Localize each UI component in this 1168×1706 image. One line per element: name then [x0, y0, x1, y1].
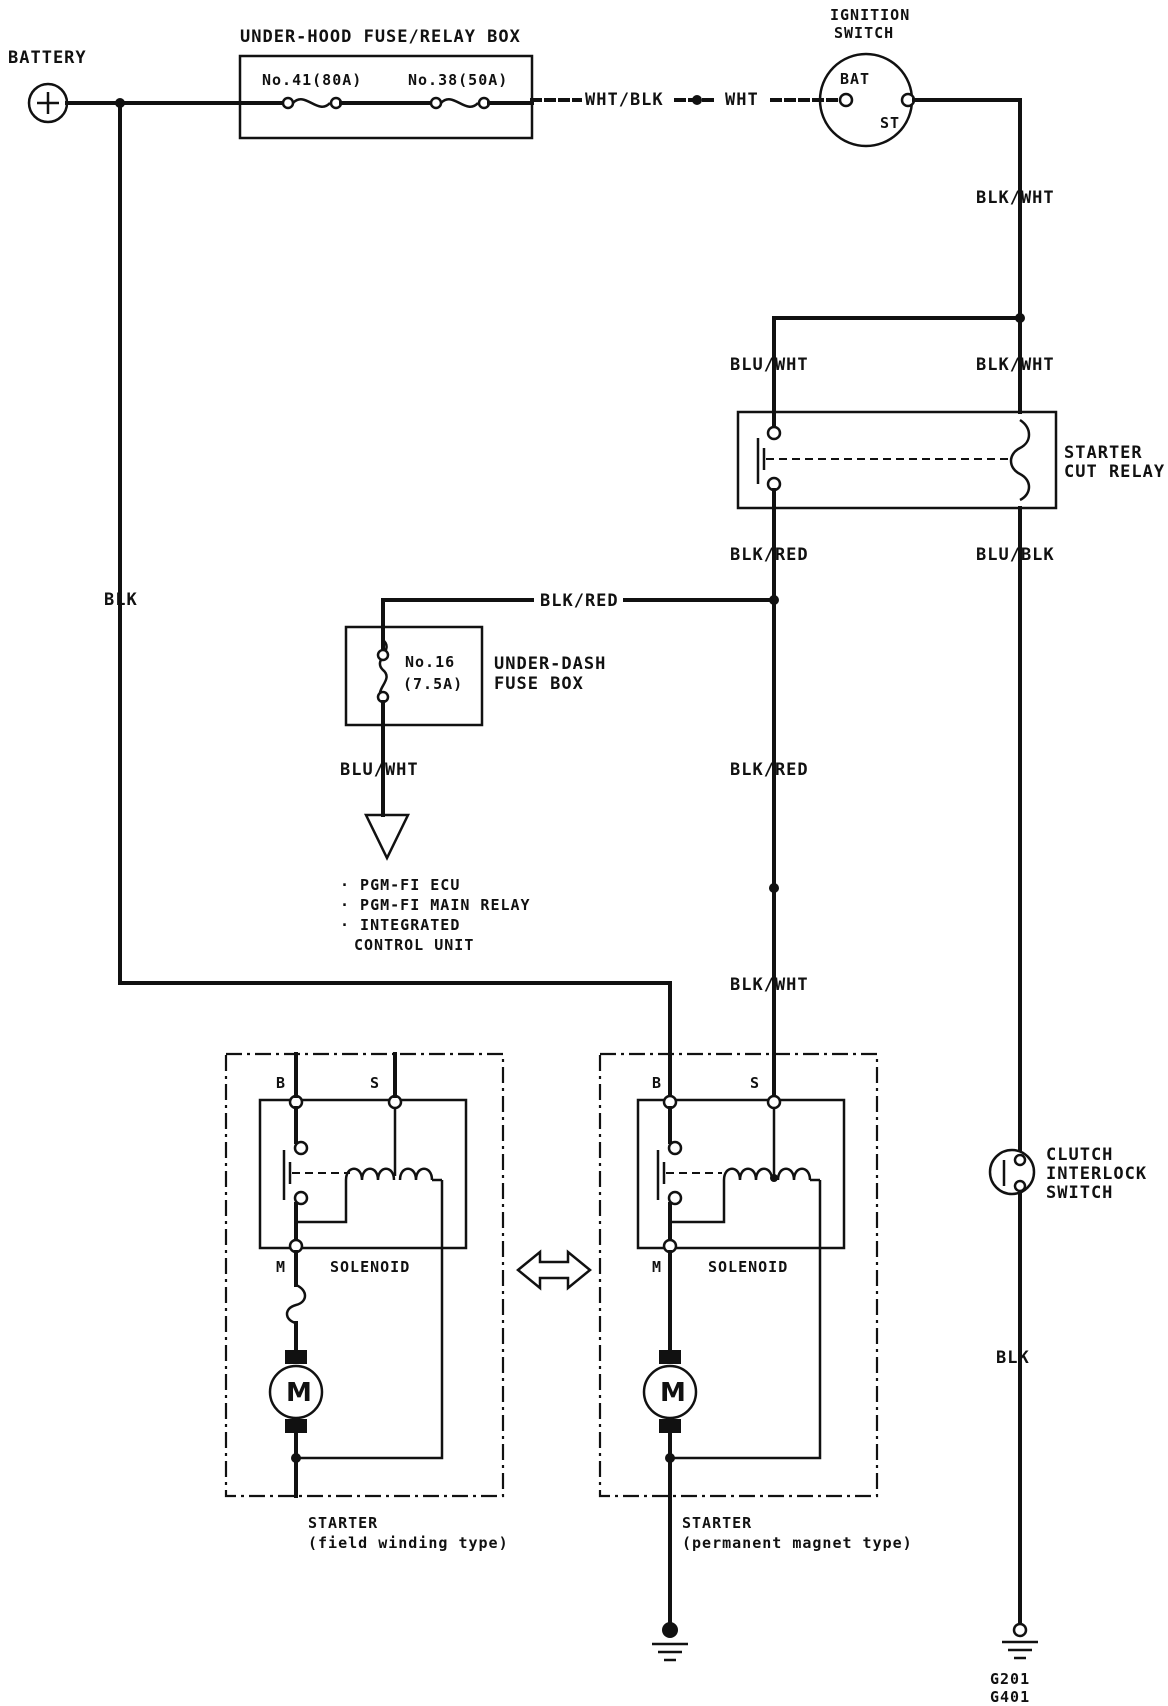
ignition-switch: IGNITION SWITCH BAT ST [818, 6, 916, 148]
starter-left-b: B [276, 1074, 286, 1092]
starter-right-solenoid: SOLENOID [708, 1258, 788, 1276]
starter-right-m: M [652, 1258, 662, 1276]
battery: BATTERY [8, 48, 87, 124]
blk-main-wire [118, 101, 672, 1092]
underdash-box-title-1: UNDER-DASH [494, 654, 606, 674]
wht-wire-label: WHT [725, 90, 759, 110]
fuse-41-label: No.41(80A) [262, 71, 362, 89]
battery-label: BATTERY [8, 48, 87, 68]
blk-wht-top-label: BLK/WHT [976, 188, 1055, 208]
ground-label-1: G201 [990, 1670, 1030, 1688]
starter-right-s: S [750, 1074, 760, 1092]
clutch-interlock-switch: CLUTCH INTERLOCK SWITCH [988, 1145, 1147, 1203]
fuse-38-icon [440, 98, 479, 108]
blk-wht-lower-label: BLK/WHT [730, 975, 809, 995]
blk-red-relay-label: BLK/RED [730, 545, 809, 565]
blk-red-branch-label: BLK/RED [540, 591, 619, 611]
underdash-fuse-box: No.16 (7.5A) UNDER-DASH FUSE BOX [344, 625, 606, 727]
fuse-41-icon [292, 98, 331, 108]
fuse-38-label: No.38(50A) [408, 71, 508, 89]
starter-left-caption-1: STARTER [308, 1514, 378, 1532]
starter-left-caption-2: (field winding type) [308, 1534, 509, 1552]
destination-3: · INTEGRATED [340, 916, 460, 934]
starter-right-caption-1: STARTER [682, 1514, 752, 1532]
clutch-title-2: INTERLOCK [1046, 1164, 1147, 1184]
destination-arrow-icon [363, 813, 411, 861]
starter-permanent-magnet: B S M SOLENOID M STARTER (permanent magn… [598, 1052, 913, 1552]
motor-left-icon [268, 1364, 324, 1420]
ground-label-2: G401 [990, 1688, 1030, 1706]
destination-4: CONTROL UNIT [354, 936, 474, 954]
blu-wht-relay-label: BLU/WHT [730, 355, 809, 375]
equivalent-arrow-icon [516, 1249, 592, 1291]
blk-wht-relay-label: BLK/WHT [976, 355, 1055, 375]
relay-title-1: STARTER [1064, 443, 1143, 463]
underdash-box-title-2: FUSE BOX [494, 674, 584, 694]
underhood-fuse-relay-box: UNDER-HOOD FUSE/RELAY BOX No.41(80A) No.… [238, 27, 534, 140]
destination-1: · PGM-FI ECU [340, 876, 460, 894]
pull-coil-icon [398, 1167, 434, 1181]
solenoid-right [636, 1098, 846, 1250]
blu-wht-fuse-label: BLU/WHT [340, 760, 419, 780]
blu-blk-relay-label: BLU/BLK [976, 545, 1055, 565]
blk-main-label: BLK [104, 590, 138, 610]
ignition-bat-label: BAT [840, 70, 870, 88]
solenoid-left [258, 1098, 468, 1250]
clutch-title-1: CLUTCH [1046, 1145, 1113, 1165]
motor-left-label: M [286, 1378, 312, 1408]
relay-feed-wire [772, 316, 1022, 427]
clutch-ground-icon [1002, 1640, 1038, 1660]
motor-right-label: M [660, 1378, 686, 1408]
blk-ground-label: BLK [996, 1348, 1030, 1368]
underhood-box-title: UNDER-HOOD FUSE/RELAY BOX [240, 27, 521, 47]
field-winding-icon [285, 1283, 307, 1325]
starter-left-m: M [276, 1258, 286, 1276]
ignition-switch-title-1: IGNITION [830, 6, 910, 24]
relay-coil-icon [1009, 418, 1031, 502]
clutch-title-3: SWITCH [1046, 1183, 1113, 1203]
blk-red-branch-wire-b [381, 598, 534, 652]
starter-right-caption-2: (permanent magnet type) [682, 1534, 913, 1552]
destination-2: · PGM-FI MAIN RELAY [340, 896, 531, 914]
blk-red-mid-label: BLK/RED [730, 760, 809, 780]
fuse-16-rating: (7.5A) [403, 675, 463, 693]
ignition-switch-title-2: SWITCH [834, 24, 894, 42]
ignition-bat-terminal [838, 92, 854, 108]
starter-left-s: S [370, 1074, 380, 1092]
fuse-16-icon [378, 639, 388, 701]
hold-coil-icon [344, 1167, 396, 1181]
blk-wht-st-wire [912, 98, 1022, 414]
pull-coil-right-icon [776, 1167, 812, 1181]
wht-blk-wire-label: WHT/BLK [585, 90, 664, 110]
starter-field-winding: B S M SOLENOID M STARTER (field winding … [224, 1052, 509, 1552]
ignition-st-label: ST [880, 114, 900, 132]
starter-right-b: B [652, 1074, 662, 1092]
hold-coil-right-icon [722, 1167, 774, 1181]
starter-ground-icon [652, 1642, 688, 1662]
starter-cut-relay: BLU/WHT BLK/WHT STARTER CUT RELAY [730, 355, 1165, 510]
starter-left-solenoid: SOLENOID [330, 1258, 410, 1276]
relay-title-2: CUT RELAY [1064, 462, 1165, 482]
motor-right-icon [642, 1364, 698, 1420]
fuse-16-label: No.16 [405, 653, 455, 671]
